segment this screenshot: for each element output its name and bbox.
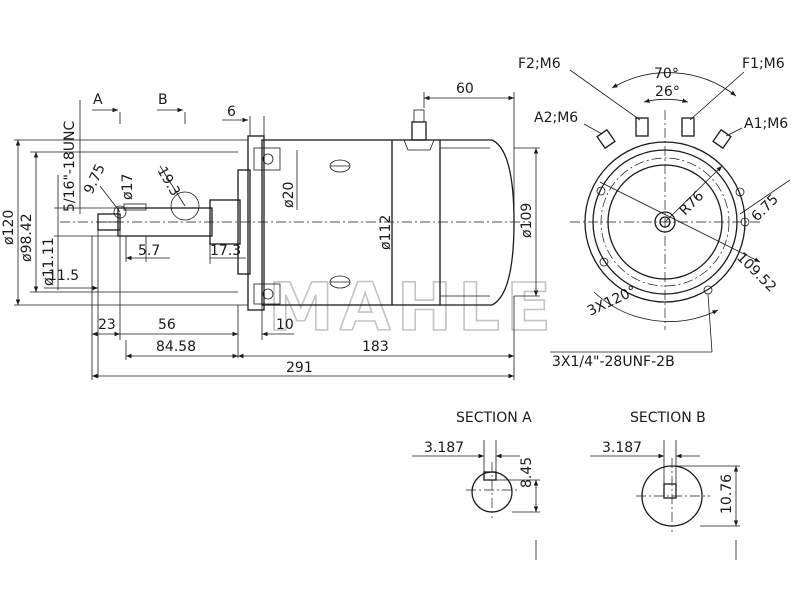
dim-dia-17: ø17 bbox=[120, 174, 136, 200]
section-a-depth: 8.45 bbox=[519, 457, 535, 488]
angle-70: 70° bbox=[654, 66, 679, 82]
label-a2: A2;M6 bbox=[534, 110, 578, 126]
mount-hole bbox=[735, 187, 745, 197]
mount-hole bbox=[740, 217, 750, 227]
dim-183: 183 bbox=[362, 339, 389, 355]
section-b-width: 3.187 bbox=[602, 440, 642, 456]
terminal-a2 bbox=[596, 128, 616, 150]
dim-dia-120: ø120 bbox=[1, 210, 17, 245]
dim-5-7: 5.7 bbox=[138, 243, 160, 259]
dim-dia-112: ø112 bbox=[378, 215, 394, 250]
dim-60: 60 bbox=[456, 81, 474, 97]
dim-3x120: 3X120° bbox=[585, 283, 639, 320]
mount-thread-label: 3X1/4"-28UNF-2B bbox=[552, 354, 675, 370]
section-a-keyway bbox=[483, 471, 497, 481]
terminal-stud bbox=[411, 121, 427, 141]
mount-hole bbox=[596, 186, 606, 196]
dim-dia-109: ø109 bbox=[519, 203, 535, 238]
end-view: 70° 26° F2;M6 F1;M6 A2;M6 A1;M6 R76 6.75… bbox=[518, 56, 791, 370]
section-a-width: 3.187 bbox=[424, 440, 464, 456]
terminal-f1 bbox=[681, 117, 695, 137]
dim-10: 10 bbox=[276, 317, 294, 333]
section-mark-b: B bbox=[158, 92, 168, 108]
front-flange bbox=[247, 135, 265, 311]
mount-hole bbox=[599, 257, 609, 267]
section-a: SECTION A 3.187 8.45 bbox=[412, 410, 540, 560]
section-b-depth: 10.76 bbox=[719, 474, 735, 514]
section-mark-a: A bbox=[93, 92, 103, 108]
label-a1: A1;M6 bbox=[744, 116, 788, 132]
dim-dia-98-42: ø98.42 bbox=[19, 213, 35, 262]
dim-291: 291 bbox=[286, 360, 313, 376]
dim-84-58: 84.58 bbox=[156, 339, 196, 355]
dim-56: 56 bbox=[158, 317, 176, 333]
section-b-keyway bbox=[663, 483, 677, 499]
dim-r76: R76 bbox=[677, 188, 708, 219]
dim-11-5: 11.5 bbox=[48, 268, 79, 284]
label-f1: F1;M6 bbox=[742, 56, 785, 72]
terminal-a1 bbox=[712, 128, 732, 150]
side-view: ø120 ø98.42 ø11.11 5/16"-18UNC A B 6 60 … bbox=[1, 81, 540, 380]
end-view-hub bbox=[654, 211, 676, 233]
section-b-title: SECTION B bbox=[630, 410, 706, 426]
end-view-outer bbox=[584, 141, 746, 303]
dim-dia-11-11: ø11.11 bbox=[41, 237, 57, 286]
dim-23: 23 bbox=[98, 317, 116, 333]
section-b-shaft bbox=[641, 465, 703, 527]
dim-6: 6 bbox=[227, 104, 236, 120]
thread-label: 5/16"-18UNC bbox=[62, 121, 78, 212]
label-f2: F2;M6 bbox=[518, 56, 561, 72]
dim-109-52: 109.52 bbox=[733, 250, 779, 296]
section-b: SECTION B 3.187 10.76 bbox=[590, 410, 740, 560]
dim-dia-20: ø20 bbox=[281, 182, 297, 208]
section-a-title: SECTION A bbox=[456, 410, 532, 426]
motor-body bbox=[261, 139, 441, 306]
terminal-f2 bbox=[635, 117, 649, 137]
angle-26: 26° bbox=[655, 84, 680, 100]
watermark-logo: MAHLE bbox=[268, 269, 557, 346]
dim-17-3: 17.3 bbox=[210, 243, 241, 259]
pilot-boss bbox=[237, 169, 251, 275]
